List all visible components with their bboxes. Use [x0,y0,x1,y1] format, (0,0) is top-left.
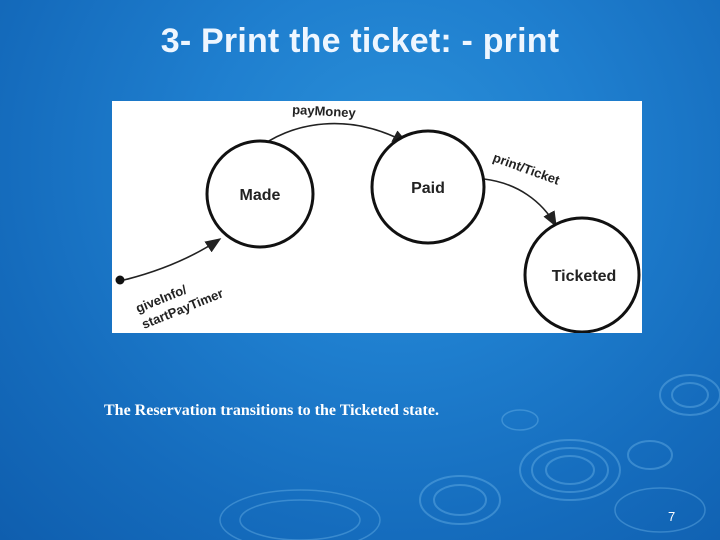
initial-state-dot [116,276,125,285]
state-made-label: Made [240,187,281,204]
transition-initial-to-made [124,239,220,280]
page-number: 7 [668,509,675,524]
transition-label-pay-money: payMoney [292,102,357,120]
state-diagram: Made Paid Ticketed payMoney print/Ticket… [112,101,642,333]
state-ticketed-label: Ticketed [552,268,617,285]
state-paid-label: Paid [411,180,445,197]
slide-caption: The Reservation transitions to the Ticke… [104,402,439,420]
slide-title: 3- Print the ticket: - print [0,22,720,61]
transition-paid-to-ticketed [484,179,556,226]
